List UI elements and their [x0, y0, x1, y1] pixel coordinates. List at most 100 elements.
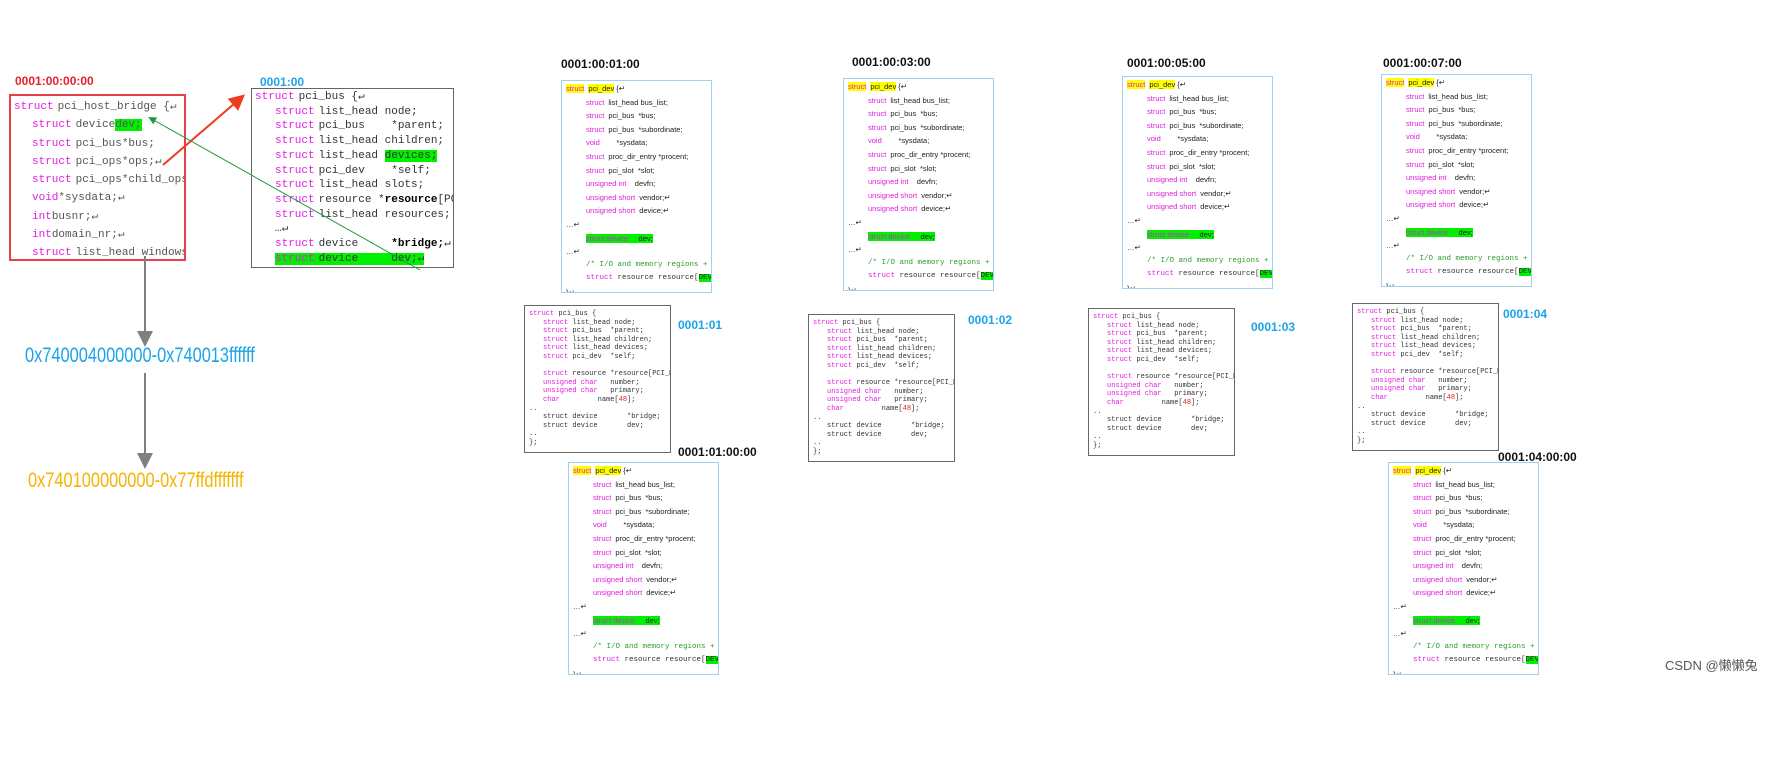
- code-line: …↵: [1127, 214, 1268, 228]
- keyword: struct: [1406, 91, 1425, 101]
- keyword: unsigned short: [868, 204, 918, 214]
- code-line: struct device dev;: [573, 614, 714, 628]
- code-line: unsigned int devfn;: [573, 559, 714, 573]
- code-text: pci_slot *slot;: [615, 547, 662, 557]
- code-line: …↵: [566, 245, 707, 259]
- keyword: struct: [586, 165, 605, 175]
- code-line: void *sysdata;: [1127, 132, 1268, 146]
- pci-bus-struct: struct pci_bus {struct list_head node;st…: [1088, 308, 1235, 456]
- code-line: /* I/O and memory regions +: [848, 257, 990, 271]
- code-text: list_head windows;: [75, 247, 186, 260]
- code-line: }↵: [848, 284, 989, 290]
- code-text: pci_dev *self;: [1396, 350, 1464, 359]
- code-line: struct pci_bus {: [813, 319, 950, 328]
- code-text: vendor;↵: [639, 192, 671, 202]
- keyword: struct: [827, 327, 853, 336]
- code-line: struct list_head children;: [1093, 339, 1230, 348]
- code-line: unsigned char primary;: [1093, 390, 1230, 399]
- code-line: ..: [1357, 428, 1494, 437]
- code-text: {↵: [621, 466, 633, 475]
- code-text: resource resource[: [613, 274, 699, 283]
- keyword: struct: [573, 466, 592, 475]
- code-text: *sysdata;↵: [58, 192, 125, 205]
- code-text: devfn;: [908, 177, 938, 187]
- code-text: pci_dev: [870, 82, 897, 91]
- code-line: struct pci_bus *parent;: [813, 336, 950, 345]
- keyword: struct: [593, 533, 612, 543]
- code-line: struct device dev;: [1393, 614, 1534, 628]
- pci-bus-label: 0001:02: [968, 313, 1013, 327]
- code-text: devfn;: [1453, 561, 1483, 571]
- code-line: void *sysdata;: [1386, 130, 1527, 144]
- code-text: ];: [1455, 393, 1464, 402]
- code-line: /* I/O and memory regions +: [566, 259, 708, 273]
- code-text: struct device *bridge;: [827, 422, 945, 431]
- keyword: struct: [1406, 118, 1425, 128]
- code-text: …↵: [1127, 215, 1141, 225]
- code-line: struct device dev;: [813, 431, 950, 440]
- keyword: unsigned char: [543, 378, 598, 387]
- keyword: struct device: [593, 615, 636, 625]
- code-line: }↵: [1386, 280, 1527, 286]
- code-text: primary;: [881, 396, 928, 405]
- code-line: struct device dev;: [529, 422, 666, 431]
- code-line: struct resource resource[DEV: [1127, 268, 1272, 282]
- code-line: struct device dev;: [848, 230, 989, 244]
- keyword: struct: [1386, 78, 1405, 87]
- keyword: struct: [275, 135, 315, 148]
- code-text: pci_dev: [595, 466, 622, 475]
- keyword: struct: [529, 310, 555, 318]
- keyword: struct: [593, 493, 612, 503]
- code-line: struct resource *resource[PCI_BR: [1093, 373, 1234, 382]
- keyword: struct: [1413, 656, 1441, 665]
- code-text: ..: [813, 413, 822, 422]
- code-text: vendor;↵: [646, 574, 678, 584]
- code-text: list_head bus_list;: [1435, 479, 1495, 489]
- code-text: resource resource[: [1440, 656, 1526, 665]
- code-line: struct resource resource[DEV: [573, 654, 718, 668]
- code-line: void *sysdata;: [848, 134, 989, 148]
- code-text: vendor;↵: [1466, 574, 1498, 584]
- code-line: ..: [1093, 433, 1230, 442]
- code-text: list_head bus_list;: [608, 97, 668, 107]
- code-line: struct pci_bus {: [1093, 313, 1230, 322]
- keyword: unsigned int: [868, 177, 909, 187]
- code-line: char name[48];: [529, 396, 666, 405]
- keyword: struct: [1406, 268, 1434, 277]
- code-text: {↵: [1175, 80, 1187, 89]
- code-line: ..: [529, 430, 666, 439]
- keyword: struct: [1371, 333, 1397, 342]
- keyword: unsigned int: [1406, 173, 1447, 183]
- bridge-dev-arrow: [148, 117, 421, 271]
- pci-dev-label: 0001:00:03:00: [852, 55, 931, 69]
- code-text: pci_slot *slot;: [1428, 159, 1475, 169]
- code-text: …↵: [1386, 241, 1400, 251]
- code-line: unsigned char number;: [813, 388, 950, 397]
- code-text: *sysdata;: [1426, 520, 1475, 530]
- code-text: proc_dir_entry *procent;: [615, 533, 696, 543]
- keyword: struct: [1147, 147, 1166, 157]
- bus-address-range: 0x740004000000-0x740013ffffff: [25, 344, 255, 367]
- code-text: /* I/O and memory regions +: [1413, 642, 1535, 651]
- code-text: dev;: [635, 615, 660, 625]
- code-line: struct device dev;: [1093, 425, 1230, 434]
- code-text: list_head bus_list;: [1169, 93, 1229, 103]
- pci-bus-struct: struct pci_bus {struct list_head node;st…: [808, 314, 955, 462]
